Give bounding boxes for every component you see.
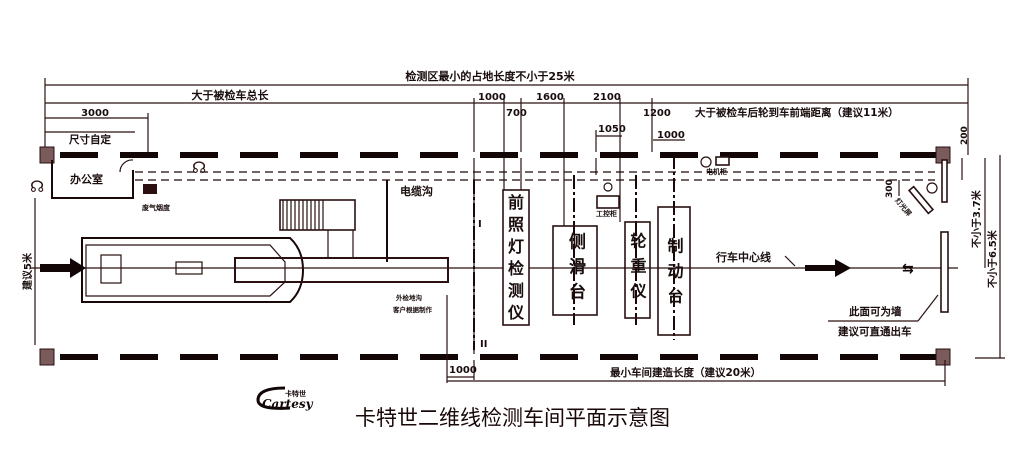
headlight-char: 前 xyxy=(508,193,524,212)
headlight-char: 仪 xyxy=(507,303,525,322)
min-3-7-label: 不小于3.7米 xyxy=(970,189,983,248)
axle-weight-label: 轮重仪 xyxy=(628,232,648,308)
mark-i-label: I xyxy=(478,219,482,230)
control-cabinet-label: 工控柜 xyxy=(596,209,617,218)
dim-1600-label: 1600 xyxy=(536,92,564,103)
dim-200-label: 200 xyxy=(960,126,970,145)
exit-arrows-icon: ⇆ xyxy=(902,261,914,277)
column-posts xyxy=(39,146,951,366)
bottom-wall xyxy=(50,354,940,360)
motor-cabinet: 电机柜 xyxy=(700,156,730,176)
pit-note-label: 客户根据制作 xyxy=(392,305,433,314)
control-cabinet: 工控柜 xyxy=(596,182,620,218)
motor-cabinet-label: 电机柜 xyxy=(706,167,727,176)
wall-note-label: 此面可为墙 xyxy=(849,305,902,318)
screen-label: 灯光屏 xyxy=(893,196,913,218)
stairs xyxy=(279,199,356,258)
side-slip-tester: 侧滑台 xyxy=(552,225,598,316)
pit-label: 外检地沟 xyxy=(396,293,423,302)
office-label: 办公室 xyxy=(70,172,103,186)
direction-arrow-icon xyxy=(805,259,851,277)
dimension-right: 200 不小于3.7米 不小于6.5米 300 xyxy=(885,126,1005,359)
axle-weight-tester: 轮重仪 xyxy=(624,221,651,319)
dim-1000c-label: 1000 xyxy=(449,365,477,376)
custom-size-label: 尺寸自定 xyxy=(69,133,111,146)
brake-label: 制动台 xyxy=(665,238,684,313)
dim-1050-label: 1050 xyxy=(598,124,626,135)
dim-300-label: 300 xyxy=(885,179,895,198)
dim-700-label: 700 xyxy=(506,108,527,119)
dimension-total-length: 检测区最小的占地长度不小于25米 xyxy=(44,69,969,155)
rear-wheel-label: 大于被检车后轮到车前端距离（建议11米） xyxy=(695,106,899,119)
vehicle-outline xyxy=(81,237,305,303)
camera-icon: ☊ xyxy=(30,177,44,196)
mark-ii-label: II xyxy=(480,339,487,350)
dimension-second-row: 大于被检车总长 1000 700 1600 2100 1200 大于被检车后轮到… xyxy=(45,88,968,380)
headlight-char: 灯 xyxy=(508,237,524,256)
dimension-3000: 3000 尺寸自定 xyxy=(45,108,149,155)
headlight-screen: 灯光屏 xyxy=(893,159,948,218)
total-length-label: 检测区最小的占地长度不小于25米 xyxy=(405,69,575,83)
dim-3000-label: 3000 xyxy=(81,108,109,119)
headlight-char: 照 xyxy=(508,215,524,234)
brake-tester: 制动台 xyxy=(657,206,691,336)
suggest-5m-label: 建议5米 xyxy=(21,252,34,291)
dimension-bottom: 1000 最小车间建造长度（建议20米） xyxy=(446,295,946,386)
dimension-1050: 1050 1000 xyxy=(595,124,685,175)
dim-2100-label: 2100 xyxy=(593,92,621,103)
dimension-left: 建议5米 xyxy=(21,198,36,345)
cable-trench-label: 电缆沟 xyxy=(400,184,433,198)
dim-1000b-label: 1000 xyxy=(657,130,685,141)
svg-text:卡特世: 卡特世 xyxy=(285,389,306,398)
headlight-tester: 前 照 灯 检 测 仪 xyxy=(502,189,530,326)
entry-arrow-icon xyxy=(40,258,86,278)
headlight-char: 测 xyxy=(508,281,524,300)
dim-1000-label: 1000 xyxy=(478,92,506,103)
end-wall xyxy=(940,231,949,313)
over-vehicle-length-label: 大于被检车总长 xyxy=(192,88,270,102)
inspection-pit xyxy=(234,257,449,283)
office: 办公室 xyxy=(51,159,134,199)
sideslip-label: 侧滑台 xyxy=(565,231,586,307)
company-logo: Cartesy 卡特世 xyxy=(256,386,314,411)
camera-icon: ☊ xyxy=(192,158,206,177)
min-6-5-label: 不小于6.5米 xyxy=(986,229,999,288)
top-wall xyxy=(50,152,940,158)
exit-note-label: 建议可直通出车 xyxy=(837,325,912,338)
headlight-char: 检 xyxy=(508,259,524,278)
centerline-label: 行车中心线 xyxy=(715,250,771,264)
diagram-title: 卡特世二维线检测车间平面示意图 xyxy=(355,406,670,430)
svg-text:Cartesy: Cartesy xyxy=(262,397,314,411)
dim-1200-label: 1200 xyxy=(643,108,671,119)
exhaust-analyzer: 废气烟度 xyxy=(142,184,171,212)
min-building-label: 最小车间建造长度（建议20米） xyxy=(610,366,761,379)
exhaust-label: 废气烟度 xyxy=(142,203,171,212)
